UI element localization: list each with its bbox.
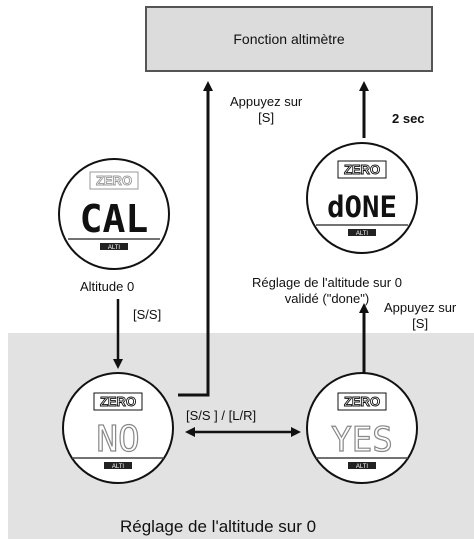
watch-cal-footer: ALTI: [108, 245, 121, 251]
press-s-label-left: Appuyez sur [S]: [230, 94, 302, 126]
watch-done-footer: ALTI: [356, 231, 369, 237]
watch-yes-header: ZERO: [344, 394, 380, 409]
press-s-text: Appuyez sur: [230, 94, 303, 109]
s-key-text: [S]: [258, 110, 275, 125]
watch-done-header: ZERO: [344, 162, 380, 177]
watch-yes-digits: YES: [331, 420, 392, 460]
watch-cal-digits: CAL: [80, 197, 149, 241]
altimeter-function-box: Fonction altimètre: [145, 6, 433, 72]
s-key-text-right: [S]: [412, 316, 429, 331]
panel-caption: Réglage de l'altitude sur 0: [120, 517, 317, 536]
ss-lr-key-label: [S/S ] / [L/R]: [186, 408, 257, 423]
two-sec-label: 2 sec: [392, 111, 425, 126]
watch-yes-footer: ALTI: [356, 464, 369, 470]
watch-done: ZERO dONE ALTI: [306, 142, 418, 254]
done-validated-line1: Réglage de l'altitude sur 0: [252, 275, 402, 290]
done-validated-line2: validé ("done"): [284, 291, 370, 306]
altitude-zero-label: Altitude 0: [80, 279, 135, 294]
ss-key-label: [S/S]: [133, 307, 162, 322]
arrow-no-to-altimeter: [178, 81, 213, 397]
watch-cal-header: ZERO: [96, 173, 132, 188]
altimeter-function-label: Fonction altimètre: [233, 31, 345, 47]
watch-no: ZERO NO ALTI: [62, 372, 174, 484]
watch-no-header: ZERO: [100, 394, 136, 409]
watch-no-footer: ALTI: [112, 464, 125, 470]
watch-done-digits: dONE: [327, 190, 397, 224]
press-s-label-right: Appuyez sur [S]: [384, 300, 456, 332]
watch-cal: ZERO CAL ALTI: [58, 158, 170, 270]
watch-yes: ZERO YES ALTI: [306, 372, 418, 484]
watch-no-digits: NO: [96, 419, 139, 460]
done-validated-label: Réglage de l'altitude sur 0 validé ("don…: [242, 275, 412, 307]
press-s-text-right: Appuyez sur: [384, 300, 457, 315]
